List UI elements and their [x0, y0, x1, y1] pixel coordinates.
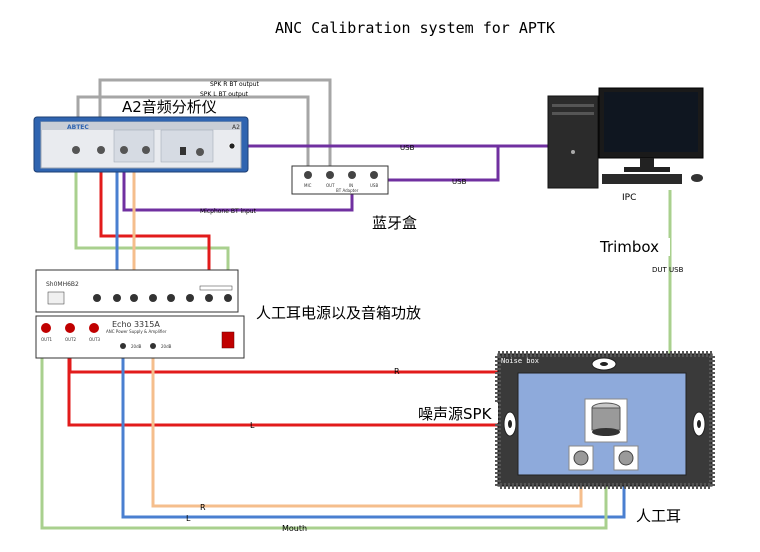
- wire-spk-r-bt: [98, 78, 332, 172]
- label-usb-bt: USB: [452, 178, 467, 186]
- amp-lower-model: Echo 3315A: [112, 320, 160, 329]
- bluetooth-box: MIC OUT BT Adapter IN USB: [291, 165, 389, 195]
- label-r-ear: R: [200, 503, 206, 512]
- amp-out2: OUT2: [65, 337, 77, 342]
- trimbox-label-bg: [598, 238, 670, 256]
- label-l-ear: L: [186, 514, 191, 523]
- spk-label: 噪声源SPK: [418, 405, 493, 423]
- amp-out3: OUT3: [89, 337, 101, 342]
- wire-l-ear: [121, 346, 626, 519]
- bt-box-label: 蓝牙盒: [372, 214, 417, 232]
- amp-db1: 20dB: [131, 344, 142, 349]
- label-usb-top: USB: [400, 144, 415, 152]
- amp-upper-unit: Sh0MH6B2: [35, 269, 239, 313]
- spk-label-bg: [416, 403, 498, 423]
- amp-lower-subtitle: ANC Power Supply & Amplifier: [106, 329, 167, 334]
- bt-port-usb: USB: [370, 183, 378, 188]
- bt-adapter-label: BT Adapter: [336, 188, 359, 193]
- label-mouth: Mouth: [282, 524, 307, 533]
- wire-red-analyzer-amp: [99, 158, 211, 298]
- amp-label: 人工耳电源以及音箱功放: [256, 304, 421, 322]
- wire-l-spk: [67, 340, 508, 427]
- label-spk-l-bt: SPK L BT output: [200, 91, 249, 98]
- amp-upper-model: Sh0MH6B2: [46, 281, 79, 288]
- analyzer-brand: ABTEC: [67, 124, 89, 131]
- noise-box-label: Noise box: [501, 357, 539, 365]
- bt-port-mic: MIC: [304, 183, 312, 188]
- amp-db2: 20dB: [161, 344, 172, 349]
- ear-label: 人工耳: [636, 507, 681, 525]
- bt-port-in: IN: [349, 183, 353, 188]
- label-r-spk: R: [394, 367, 400, 376]
- analyzer-label: A2音频分析仪: [122, 98, 217, 116]
- label-trimbox: Trimbox: [599, 238, 659, 256]
- label-spk-r-bt: SPK R BT output: [210, 81, 259, 88]
- noise-box: [495, 351, 715, 489]
- label-l-spk: L: [250, 421, 255, 430]
- bt-port-out: OUT: [326, 183, 335, 188]
- wire-mic-bt: [122, 158, 354, 212]
- pc-workstation: [547, 87, 704, 189]
- pc-label: IPC: [622, 193, 636, 203]
- analyzer-model: A2: [232, 124, 240, 131]
- amp-lower-unit: Echo 3315A ANC Power Supply & Amplifier …: [35, 315, 245, 359]
- label-mic-bt: Micphone BT input: [200, 208, 257, 215]
- audio-analyzer: ABTEC A2: [33, 116, 249, 173]
- amp-out1: OUT1: [41, 337, 53, 342]
- diagram-title: ANC Calibration system for APTK: [275, 19, 555, 37]
- label-dut-usb: DUT USB: [652, 266, 684, 274]
- wire-usb-bt: [374, 146, 500, 182]
